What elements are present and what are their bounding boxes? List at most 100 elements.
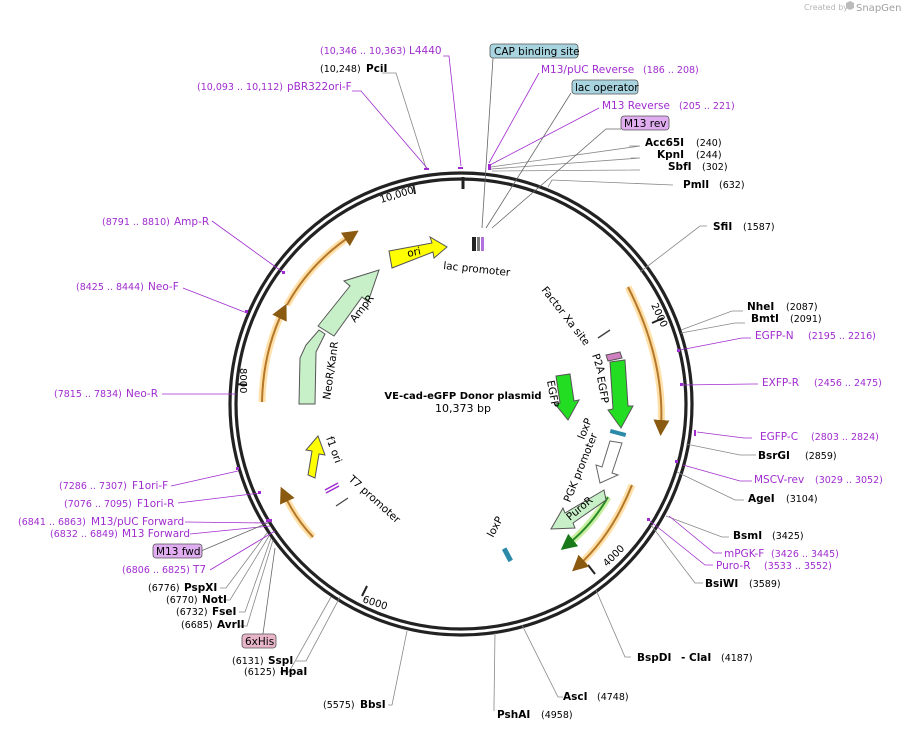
primer-coord-neo-f: (8425 .. 8444): [76, 282, 144, 293]
egfp-feature-arrow-center: [554, 373, 580, 421]
primer-coord-m13-rev: (205 .. 221): [679, 101, 735, 112]
lac-operator-box: [571, 79, 639, 95]
snapgene-logo-icon: [846, 1, 854, 10]
t7-primer-mark-a: [324, 482, 339, 491]
site-coord-bmti: (2091): [790, 314, 822, 325]
created-by-text: Created by: [804, 3, 848, 12]
site-bsrgi: BsrGI: [758, 450, 790, 462]
site-sfii: SfiI: [713, 221, 732, 233]
6xhis-label: 6xHis: [245, 636, 274, 648]
primer-puro-r: Puro-R: [716, 560, 751, 572]
t7-primer-mark-b: [325, 485, 340, 494]
site-hpai: HpaI: [280, 666, 307, 678]
orf-arc-lower-right: [572, 483, 636, 572]
site-coord-acc65i: (240): [696, 138, 722, 149]
egfp-label-right: EGFP: [594, 375, 611, 404]
site-leader-lines: [220, 72, 756, 711]
m13-rev-box: [620, 115, 670, 131]
site-coord-avrii: (6685): [181, 620, 213, 631]
site-bbsi: BbsI: [360, 699, 386, 711]
primer-coord-m13puc-fwd: (6841 .. 6863): [18, 517, 86, 528]
f1-ori-label: f1 ori: [323, 435, 344, 465]
primer-m13-fwd: M13 Forward: [122, 528, 190, 540]
site-coord-kpni: (244): [696, 150, 722, 161]
primer-exfp-r: EXFP-R: [762, 377, 799, 389]
plasmid-name: VE-cad-eGFP Donor plasmid: [384, 391, 541, 402]
site-asci: AscI: [563, 691, 588, 703]
primer-egfp-c: EGFP-C: [760, 431, 798, 443]
primer-mscv-rev: MSCV-rev: [754, 474, 804, 486]
p2a-label: P2A: [589, 352, 607, 376]
primer-leader-lines: [162, 55, 758, 571]
tick-label-2000: 2000: [648, 302, 669, 330]
primer-egfp-n: EGFP-N: [755, 330, 794, 342]
site-clai: ClaI: [689, 652, 711, 664]
egfp-label-center: EGFP: [544, 379, 561, 408]
tick-label-4000: 4000: [601, 543, 627, 569]
m13-rev-mark: [481, 237, 484, 251]
lac-operator-label: lac operator: [575, 82, 639, 94]
loxp-label-lower: loxP: [485, 515, 506, 540]
site-coord-asci: (4748): [597, 692, 629, 703]
lac-promoter-label: lac promoter: [443, 260, 512, 279]
primer-mpgk-f: mPGK-F: [724, 548, 764, 560]
primer-coord-l4440: (10,346 .. 10,363): [320, 46, 406, 57]
site-noti: NotI: [202, 594, 227, 606]
site-coord-bsiwi: (3589): [749, 579, 781, 590]
primer-t7: T7: [192, 564, 206, 576]
cap-binding-label: CAP binding site: [494, 46, 580, 58]
egfp-feature-arrow-right: [607, 359, 634, 429]
lac-promoter-mark: [472, 237, 476, 251]
loxp-mark-lower: [501, 547, 513, 563]
site-acc65i: Acc65I: [645, 137, 684, 149]
site-pmli: PmlI: [683, 179, 709, 191]
primer-coord-mpgk-f: (3426 .. 3445): [771, 549, 839, 560]
site-coord-sbfi: (302): [702, 162, 728, 173]
m13-fwd-box: [152, 543, 203, 559]
backbone-outer-ring: [228, 171, 694, 637]
f1-ori-feature-arrow: [305, 435, 326, 479]
site-coord-clai: (4187): [721, 653, 753, 664]
site-pcii: PciI: [366, 63, 387, 75]
primer-neo-r: Neo-R: [126, 388, 158, 400]
primer-neo-f: Neo-F: [148, 281, 179, 293]
primer-coord-m13puc-rev: (186 .. 208): [643, 65, 699, 76]
primer-coord-amp-r: (8791 .. 8810): [102, 217, 170, 228]
orf-arc-purör: [560, 495, 612, 550]
pgk-promoter-label: PGK promoter: [562, 431, 601, 504]
primer-coord-egfp-n: (2195 .. 2216): [808, 331, 876, 342]
pgk-promoter-arrow: [595, 440, 623, 484]
tick-2000: [651, 317, 664, 324]
site-bsmi: BsmI: [733, 530, 762, 542]
t7-promoter-label: T7 promoter: [345, 473, 403, 527]
cap-site-mark: [477, 237, 480, 251]
cap-binding-box: [489, 43, 579, 59]
plasmid-length: 10,373 bp: [435, 402, 491, 415]
snapgene-brand-text: SnapGene: [856, 3, 902, 14]
ori-label: ori: [406, 245, 422, 260]
orf-arc-left-lower: [280, 486, 316, 540]
feature-leader-lines: [200, 57, 621, 642]
tick-8000: [235, 383, 248, 386]
site-coord-noti: (6770): [166, 595, 198, 606]
factor-xa-mark: [597, 329, 611, 339]
primer-m13puc-rev: M13/pUC Reverse: [541, 64, 634, 76]
factor-xa-label: Factor Xa site: [539, 284, 592, 348]
m13-rev-label: M13 rev: [624, 118, 667, 130]
site-pshai: PshAI: [497, 709, 530, 721]
primer-coord-m13-fwd: (6832 .. 6849): [50, 529, 118, 540]
primer-ring-ticks: [236, 164, 696, 522]
primer-coord-f1ori-r: (7076 .. 7095): [64, 499, 132, 510]
primer-l4440: L4440: [409, 45, 442, 57]
primer-coord-exfp-r: (2456 .. 2475): [814, 378, 882, 389]
puror-feature-arrow: [550, 489, 607, 530]
loxp-mark-upper: [609, 428, 627, 438]
site-nhei: NheI: [747, 301, 774, 313]
primer-coord-f1ori-f: (7286 .. 7307): [59, 481, 127, 492]
site-coord-bsmi: (3425): [772, 531, 804, 542]
primer-m13-rev: M13 Reverse: [602, 100, 670, 112]
site-coord-pmli: (632): [719, 180, 745, 191]
site-fsei: FseI: [212, 606, 236, 618]
p2a-feature: [605, 351, 623, 362]
tick-label-6000: 6000: [361, 594, 389, 612]
